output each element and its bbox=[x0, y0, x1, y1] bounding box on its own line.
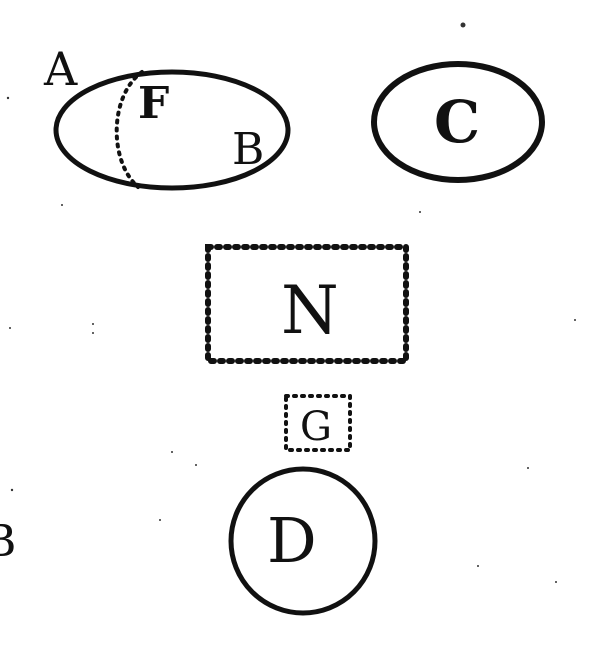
label-a: A bbox=[43, 42, 78, 96]
circle-f-arc bbox=[114, 70, 144, 189]
label-g: G bbox=[300, 404, 332, 450]
label-d: D bbox=[267, 504, 317, 577]
ellipse-ab bbox=[53, 69, 291, 191]
edge-glyph: B bbox=[0, 516, 16, 567]
paper-specks bbox=[6, 22, 576, 583]
label-n: N bbox=[281, 272, 339, 349]
label-b: B bbox=[232, 124, 264, 175]
ellipse-c bbox=[371, 61, 545, 183]
rectangle-n bbox=[205, 244, 409, 364]
circle-d bbox=[228, 466, 378, 616]
label-f: F bbox=[138, 78, 169, 129]
label-c: C bbox=[434, 88, 480, 156]
square-g bbox=[284, 394, 352, 452]
